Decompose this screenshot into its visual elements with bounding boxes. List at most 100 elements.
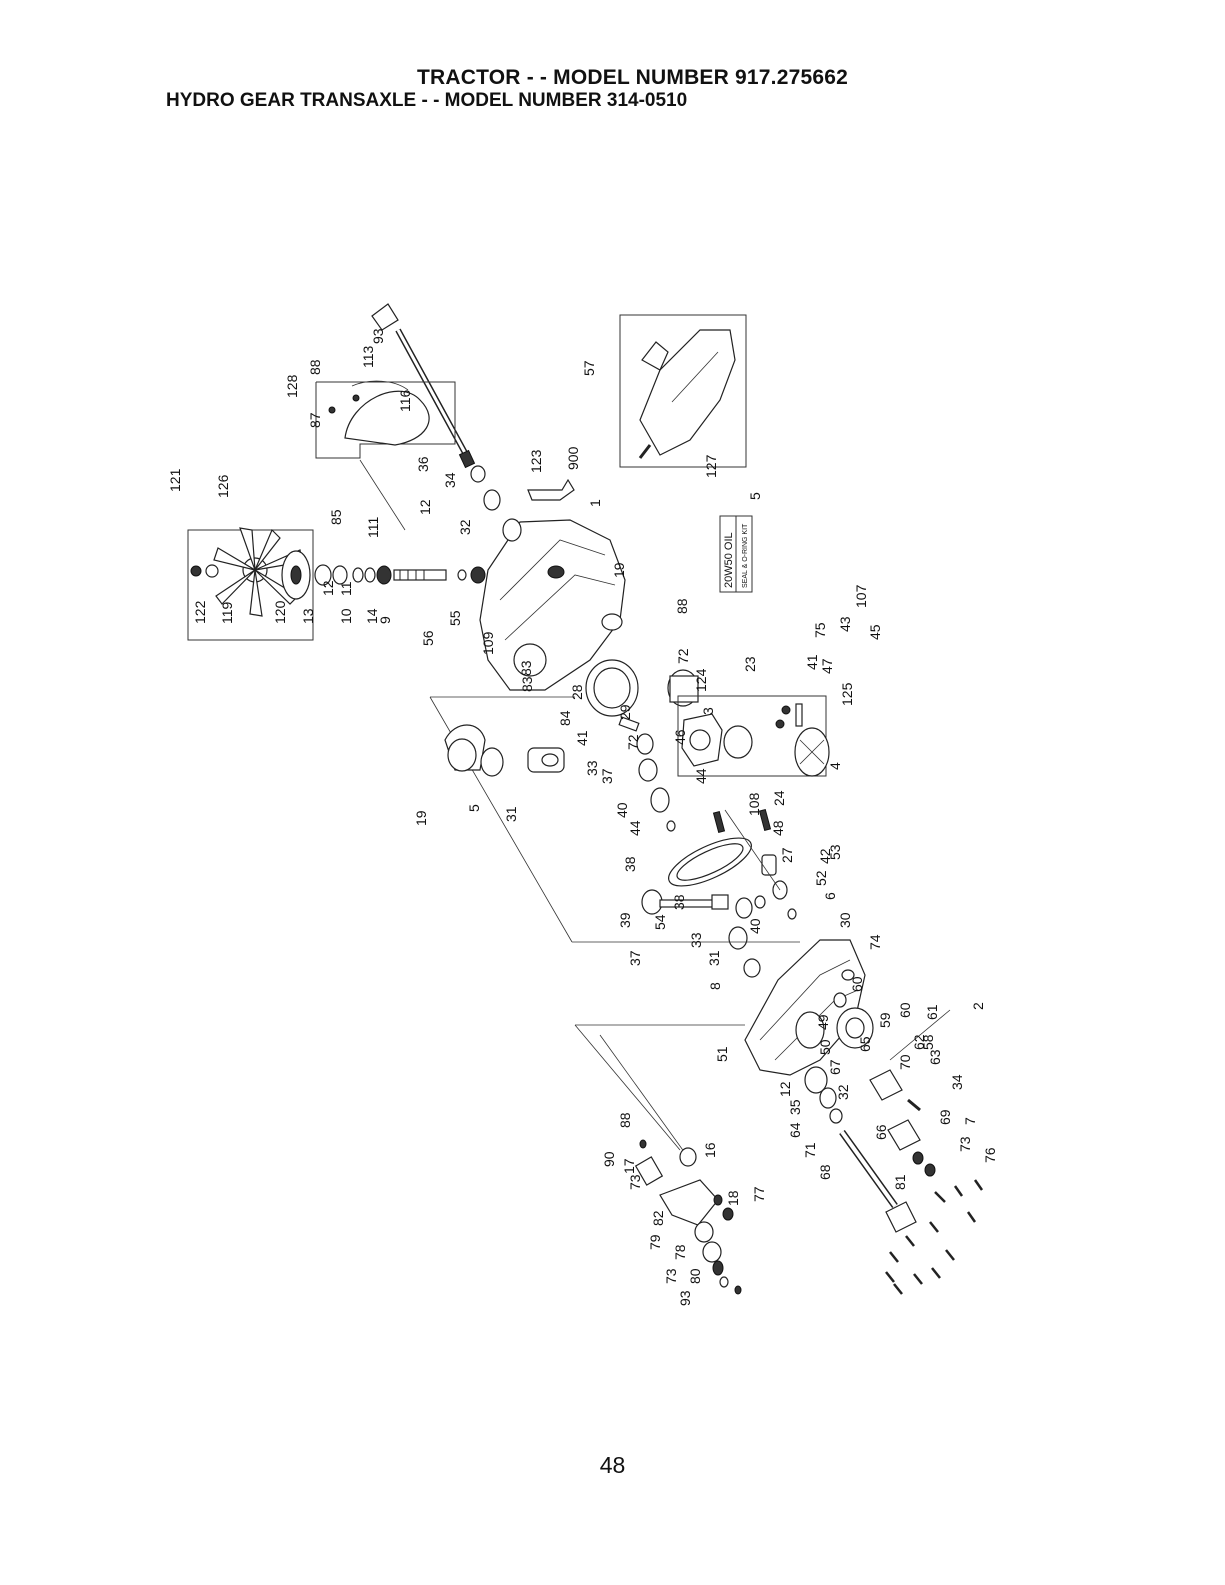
callout-label: 83	[519, 676, 535, 692]
callout-label: 58	[920, 1034, 936, 1050]
callout-label: 119	[219, 601, 235, 624]
callout-label: 61	[924, 1004, 940, 1020]
callout-label: 69	[937, 1109, 953, 1125]
callout-label: 34	[442, 472, 458, 488]
callout-label: 47	[819, 658, 835, 674]
callout-label: 75	[812, 622, 828, 638]
callout-label: 19	[611, 562, 627, 578]
oil-kit-label: 20W50 OIL	[723, 532, 735, 588]
callout-label: 121	[167, 468, 183, 492]
complete-transaxle-inset	[619, 314, 747, 468]
callout-label: 32	[457, 519, 473, 535]
callout-label: 24	[771, 790, 787, 806]
callout-label: 67	[827, 1059, 843, 1075]
callout-label: 38	[671, 894, 687, 910]
callout-label: 74	[867, 934, 883, 950]
callout-label: 125	[839, 682, 855, 706]
callout-label: 79	[647, 1234, 663, 1250]
callout-label: 50	[817, 1039, 833, 1055]
callout-label: 64	[787, 1122, 803, 1138]
callout-label: 38	[622, 856, 638, 872]
gear-train	[585, 659, 797, 978]
callout-label: 44	[627, 820, 643, 836]
callout-label: 3	[700, 707, 716, 715]
callout-label: 88	[674, 598, 690, 614]
callout-label: 54	[652, 914, 668, 930]
callout-label: 36	[415, 456, 431, 472]
callout-label: 11	[338, 581, 354, 596]
callout-label: 32	[835, 1084, 851, 1100]
callout-label: 27	[779, 847, 795, 863]
callout-label: 123	[528, 449, 544, 473]
callout-label: 35	[787, 1099, 803, 1115]
callout-label: 76	[982, 1147, 998, 1163]
lower-housing	[572, 939, 951, 1177]
callout-label: 49	[815, 1014, 831, 1030]
callout-label: 18	[725, 1190, 741, 1206]
center-section-inset	[677, 695, 830, 834]
callout-label: 87	[307, 412, 323, 428]
callout-label: 19	[413, 810, 429, 826]
callout-label: 5	[466, 804, 482, 812]
callout-label: 42	[817, 848, 833, 864]
callout-label: 16	[702, 1142, 718, 1158]
callout-label: 82	[650, 1210, 666, 1226]
callout-label: 90	[601, 1151, 617, 1167]
callout-label: 88	[617, 1112, 633, 1128]
callout-label: 57	[581, 360, 597, 376]
callout-label: 23	[742, 656, 758, 672]
callout-label: 120	[272, 600, 288, 624]
callout-label: 77	[751, 1186, 767, 1202]
callout-label: 60	[897, 1002, 913, 1018]
callout-label: 12	[417, 499, 433, 515]
callout-label: 40	[747, 918, 763, 934]
callout-label: 34	[949, 1074, 965, 1090]
brake-bracket-group	[574, 1024, 745, 1295]
callout-label: 8	[707, 982, 723, 990]
callout-label: 39	[617, 912, 633, 928]
callout-label: 1	[587, 499, 603, 507]
callout-label: 93	[677, 1290, 693, 1306]
callout-label: 73	[957, 1136, 973, 1152]
callout-label: 111	[365, 517, 381, 538]
callout-label: 127	[703, 454, 719, 478]
callout-label: 70	[897, 1054, 913, 1070]
callout-label: 84	[557, 710, 573, 726]
callout-label: 5	[747, 492, 763, 500]
callout-label: 48	[770, 820, 786, 836]
callout-label: 108	[746, 792, 762, 816]
upper-axle-shaft	[371, 303, 476, 469]
callout-label: 13	[300, 608, 316, 624]
callout-label: 85	[328, 509, 344, 525]
callout-label: 9	[377, 616, 393, 624]
callout-label: 37	[627, 950, 643, 966]
callout-label: 4	[827, 762, 843, 770]
callout-label: 63	[927, 1049, 943, 1065]
callout-label: 113	[360, 345, 376, 368]
callout-label: 14	[364, 608, 380, 624]
callout-label: 31	[503, 806, 519, 822]
differential-left-group	[429, 696, 575, 943]
callout-label: 126	[215, 474, 231, 498]
callout-label: 44	[693, 768, 709, 784]
callout-label: 72	[675, 648, 691, 664]
callout-label: 93	[370, 328, 386, 344]
callout-label: 83	[518, 660, 534, 676]
callout-label: 6	[822, 892, 838, 900]
callout-label: 122	[192, 600, 208, 624]
callout-label: 60	[849, 976, 865, 992]
callout-label: 73	[627, 1174, 643, 1190]
callout-label: 900	[565, 446, 581, 470]
callout-label: 109	[480, 631, 496, 655]
callout-label: 41	[574, 730, 590, 746]
callout-label: 29	[617, 704, 633, 720]
upper-housing	[470, 465, 626, 691]
callout-label: 51	[714, 1046, 730, 1062]
callout-label: 17	[621, 1158, 637, 1174]
callout-label: 107	[853, 584, 869, 608]
callout-label: 45	[867, 624, 883, 640]
callout-label: 30	[837, 912, 853, 928]
callout-label: 10	[338, 608, 354, 624]
